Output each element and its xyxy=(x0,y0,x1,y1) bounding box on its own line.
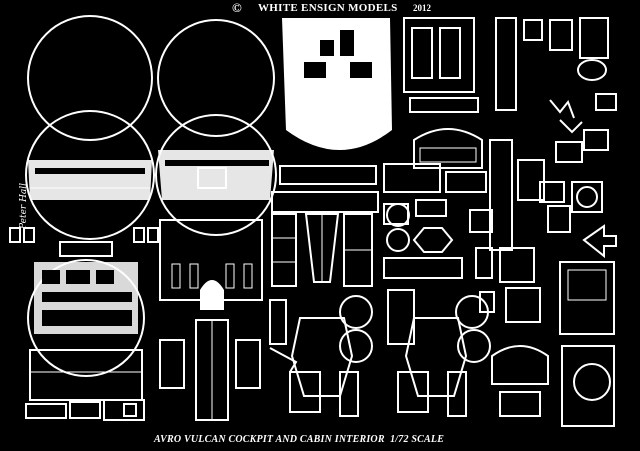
round-bulkhead-panel-left xyxy=(25,110,155,240)
round-bulkhead-top-mid xyxy=(157,19,275,137)
round-bulkhead-instrument xyxy=(27,259,145,377)
dials-right xyxy=(539,181,603,233)
floor-plate-left xyxy=(25,349,145,421)
ejection-seat xyxy=(159,319,261,421)
small-boxes-top-right xyxy=(523,17,617,163)
floor-parts-right xyxy=(491,247,549,417)
copyright-mark: © xyxy=(232,0,242,15)
seat-pan-right xyxy=(397,295,491,417)
round-bulkhead-panel-mid xyxy=(155,114,277,236)
seat-frame-c xyxy=(343,213,373,287)
scale-label: 1/72 SCALE xyxy=(390,434,445,445)
rear-bulkhead xyxy=(159,219,263,310)
seat-frame-b xyxy=(304,213,340,283)
small-parts-centre-right xyxy=(469,209,495,313)
dome-instrument-panel xyxy=(413,128,483,169)
shield-panel xyxy=(282,18,392,150)
seat-frame-a xyxy=(271,213,297,287)
seat-strap-left xyxy=(269,299,298,373)
round-bulkhead-top-left xyxy=(27,15,153,141)
product-title-text: AVRO VULCAN COCKPIT AND CABIN INTERIOR xyxy=(154,434,385,445)
manufacturer-name: WHITE ENSIGN MODELS xyxy=(258,2,398,14)
seat-strap-right xyxy=(387,289,415,345)
rudder-pedals xyxy=(383,203,463,279)
instrument-panels-row xyxy=(271,103,379,213)
seat-pan-left xyxy=(289,295,373,417)
radar-panel xyxy=(559,261,615,427)
year-label: 2012 xyxy=(413,3,431,13)
levers-cluster xyxy=(549,99,609,151)
side-console-tall xyxy=(489,17,545,251)
designer-signature: Peter Hall xyxy=(19,182,29,229)
product-title: AVRO VULCAN COCKPIT AND CABIN INTERIOR 1… xyxy=(154,434,444,445)
seat-brackets-left xyxy=(9,227,159,257)
arrow-part xyxy=(582,224,617,259)
console-panel-top xyxy=(403,17,479,113)
